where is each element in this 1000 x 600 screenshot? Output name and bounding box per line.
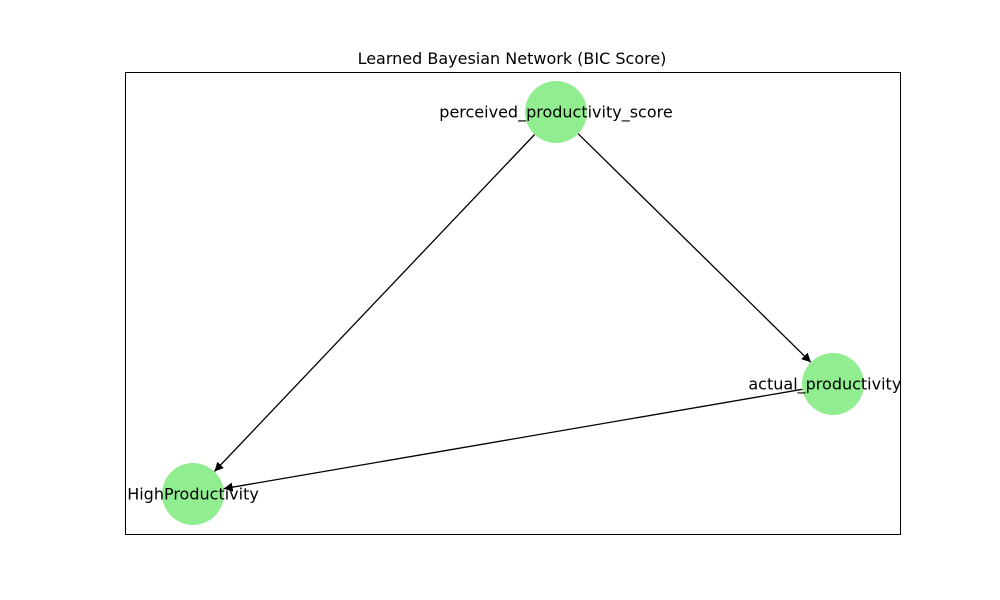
node-label-perceived: perceived_productivity_score	[439, 103, 672, 123]
diagram-title: Learned Bayesian Network (BIC Score)	[358, 49, 667, 68]
edges-layer	[213, 133, 812, 492]
nodes-layer	[162, 81, 864, 525]
plot-frame	[125, 72, 901, 535]
edge-actual-to-high	[223, 388, 803, 492]
edge-perceived-to-high	[213, 134, 536, 472]
node-actual	[802, 353, 864, 415]
node-label-high: HighProductivity	[127, 485, 259, 504]
labels-layer: perceived_productivity_score actual_produ…	[127, 103, 917, 504]
graph-area: perceived_productivity_score actual_produ…	[127, 81, 917, 525]
node-high	[162, 463, 224, 525]
node-perceived	[525, 81, 587, 143]
node-label-actual: actual_productivity_s	[748, 375, 917, 395]
edge-perceived-to-actual	[577, 133, 812, 363]
